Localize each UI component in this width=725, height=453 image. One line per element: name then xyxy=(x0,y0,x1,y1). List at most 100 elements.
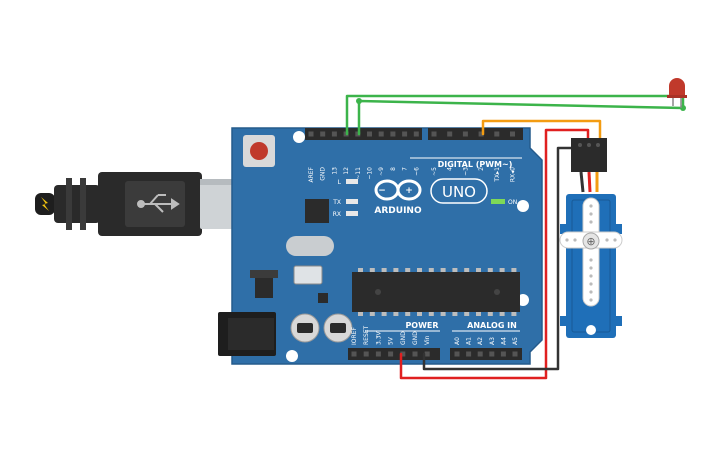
svg-text:−: − xyxy=(378,186,386,196)
usb-rib-2 xyxy=(80,178,86,230)
pin-label: A1 xyxy=(466,337,473,345)
pin-label: A4 xyxy=(500,337,507,345)
pin-hole[interactable] xyxy=(489,351,495,357)
pin-label: Vin xyxy=(424,335,431,345)
pin-hole[interactable] xyxy=(447,131,453,137)
mounting-hole xyxy=(286,350,298,362)
pin-label: 3.3V xyxy=(375,330,382,345)
brand-text: ARDUINO xyxy=(374,206,422,216)
usb-rib-1 xyxy=(66,178,72,230)
pin-hole[interactable] xyxy=(424,351,430,357)
pin-hole[interactable] xyxy=(351,351,357,357)
pin-label: 13 xyxy=(331,167,338,175)
power-header xyxy=(348,348,440,360)
analog-header xyxy=(450,348,522,360)
digital-header-right xyxy=(428,128,523,140)
usb-strain-relief xyxy=(54,185,100,223)
on-led xyxy=(491,199,505,204)
pin-hole[interactable] xyxy=(367,131,372,137)
pin-label: IOREF xyxy=(351,327,358,345)
pin-label: 7 xyxy=(402,167,409,171)
wires[interactable] xyxy=(345,94,686,380)
pin-label: 4 xyxy=(447,167,454,171)
usb-icon xyxy=(137,194,180,213)
pin-hole[interactable] xyxy=(500,351,506,357)
pin-hole[interactable] xyxy=(402,131,408,137)
pin-hole[interactable] xyxy=(431,131,437,137)
analog-label: ANALOG IN xyxy=(467,321,517,330)
pin-label: ~9 xyxy=(378,167,385,176)
servo-horn: ⊕ xyxy=(559,197,623,307)
pin-hole[interactable] xyxy=(510,131,515,137)
pin-hole[interactable] xyxy=(331,131,337,137)
usb-cable[interactable] xyxy=(35,172,238,236)
crystal-oscillator xyxy=(286,236,334,256)
led-body xyxy=(669,78,685,96)
pin-label: GND xyxy=(412,331,419,345)
pin-label: RX◂0 xyxy=(510,167,517,182)
pin-hole[interactable] xyxy=(378,131,384,137)
pin-hole[interactable] xyxy=(494,131,500,137)
pin-label: 5V xyxy=(388,336,395,345)
model-text: UNO xyxy=(442,183,476,201)
pin-hole[interactable] xyxy=(375,351,381,357)
power-label: POWER xyxy=(405,321,438,330)
pin-label: RESET xyxy=(363,325,370,345)
pin-label: 12 xyxy=(343,167,350,175)
pin-hole[interactable] xyxy=(462,131,468,137)
wire-5v-servo[interactable] xyxy=(399,128,590,380)
arduino-logo xyxy=(374,179,422,201)
pin-hole[interactable] xyxy=(466,351,472,357)
pin-hole[interactable] xyxy=(512,351,518,357)
pin-hole[interactable] xyxy=(477,351,483,357)
usb-connector-metal xyxy=(200,179,238,229)
led-label-l: L xyxy=(338,179,342,186)
led-l-indicator xyxy=(346,179,358,184)
voltage-regulator xyxy=(255,276,273,298)
pin-label: A0 xyxy=(454,337,461,345)
pin-label: GND xyxy=(320,167,327,181)
pin-label: ~10 xyxy=(367,167,374,180)
uno-badge xyxy=(430,178,488,204)
pin-label: A5 xyxy=(512,337,519,345)
wire-gnd-led[interactable] xyxy=(345,94,685,136)
pin-label: TX▸1 xyxy=(494,167,501,183)
led-icon[interactable] xyxy=(667,78,687,108)
pin-hole[interactable] xyxy=(320,131,326,137)
pin-hole[interactable] xyxy=(390,131,396,137)
led-label-tx: TX xyxy=(332,199,341,206)
servo-icon[interactable]: ⊕ xyxy=(559,138,623,338)
pin-hole[interactable] xyxy=(400,351,406,357)
led-rx-indicator xyxy=(346,211,358,216)
pin-hole[interactable] xyxy=(413,131,419,137)
power-analog-pin-holes[interactable] xyxy=(351,351,518,357)
pin-hole[interactable] xyxy=(308,131,314,137)
resonator xyxy=(293,265,323,285)
pin-label: AREF xyxy=(308,166,315,182)
pin-hole[interactable] xyxy=(412,351,418,357)
pin-label: GND xyxy=(400,331,407,345)
pin-hole[interactable] xyxy=(388,351,394,357)
pin-label: ~5 xyxy=(431,167,438,176)
pin-hole[interactable] xyxy=(454,351,460,357)
pin-hole[interactable] xyxy=(478,131,484,137)
power-analog-pin-labels: IOREF RESET 3.3V 5V GND GND Vin A0 A1 A2 A3 A4 A5 xyxy=(351,325,519,345)
usb-chip xyxy=(305,199,329,223)
pin-label: ~11 xyxy=(355,167,362,180)
led-label-rx: RX xyxy=(333,211,341,218)
wire-gnd-servo[interactable] xyxy=(422,146,578,371)
wire-signal-servo[interactable] xyxy=(481,119,602,142)
pin-label: ~3 xyxy=(462,167,469,176)
reset-button[interactable] xyxy=(250,142,268,160)
pin-label: A2 xyxy=(477,337,484,345)
pin-label: A3 xyxy=(489,337,496,345)
pin-label: 2 xyxy=(478,167,485,171)
digital-header-left xyxy=(305,128,422,140)
mounting-hole xyxy=(293,131,305,143)
led-tx-indicator xyxy=(346,199,358,204)
pin-hole[interactable] xyxy=(363,351,369,357)
digital-pin-holes[interactable] xyxy=(308,131,516,137)
